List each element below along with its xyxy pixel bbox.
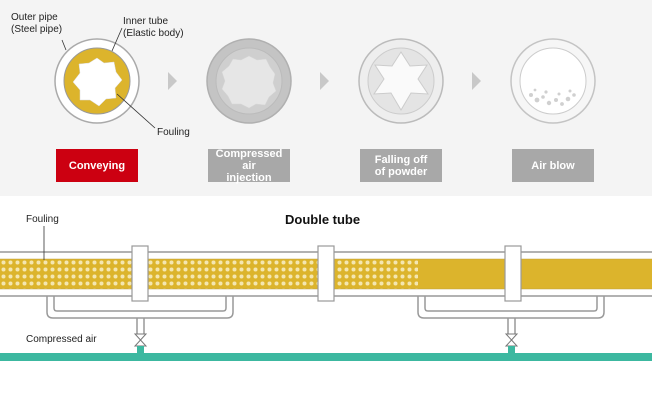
stage-label-line1: Conveying [68, 159, 126, 172]
inner-tube-sublabel: (Elastic body) [123, 28, 184, 39]
flange [131, 245, 149, 302]
double-tube-diagram [0, 226, 652, 361]
arrow-right-icon [320, 72, 329, 90]
air-riser [508, 346, 515, 354]
outer-pipe-label: Outer pipe [11, 12, 58, 23]
stage-label-line1: Air blow [531, 159, 575, 172]
outer-pipe-sublabel: (Steel pipe) [11, 24, 63, 35]
fouling-callout: Fouling [157, 127, 190, 139]
double-tube-panel: Fouling Double tube Compressed air [0, 196, 652, 400]
fouling-dotted-section [0, 259, 418, 289]
stage-label-falling-off: Falling off of powder [360, 149, 442, 182]
powder-residue [529, 88, 576, 106]
air-riser [137, 346, 144, 354]
stage-label-line2: of powder [374, 165, 428, 178]
fouling-label: Fouling [157, 127, 190, 138]
valve-icon [504, 333, 519, 347]
process-stages-panel: Outer pipe (Steel pipe) Inner tube (Elas… [0, 0, 652, 196]
arrow-right-icon [472, 72, 481, 90]
cross-section-illustrations [54, 27, 596, 129]
inner-bore-shape [72, 57, 123, 107]
fouling-solid-section [418, 259, 652, 289]
compressed-air-label: Compressed air [26, 334, 97, 345]
air-manifold-right [417, 296, 605, 334]
flange [504, 245, 522, 302]
star-bore-shape [373, 51, 429, 111]
stage-label-air-blow: Air blow [512, 149, 594, 182]
air-injection-cross-section [206, 38, 292, 124]
fouling-callout-bottom: Fouling [26, 214, 59, 226]
outer-pipe-callout: Outer pipe (Steel pipe) [11, 12, 62, 36]
valve-icon [133, 333, 148, 347]
air-manifold-left [46, 296, 234, 334]
air-blow-cross-section [510, 38, 596, 124]
inner-tube-label: Inner tube [123, 16, 169, 27]
inner-tube-callout: Inner tube (Elastic body) [123, 16, 184, 40]
expanding-bore-shape [221, 55, 277, 109]
double-tube-title: Double tube [285, 212, 361, 227]
conveying-cross-section [54, 27, 156, 129]
fouling-label: Fouling [26, 214, 59, 225]
flange [317, 245, 335, 302]
arrow-right-icon [168, 72, 177, 90]
stage-label-air-injection: Compressed air injection [208, 147, 290, 184]
stage-label-line1: Compressed air [215, 147, 283, 172]
stage-label-conveying: Conveying [56, 149, 138, 182]
falling-off-cross-section [358, 38, 444, 124]
compressed-air-line [0, 353, 652, 361]
stage-label-line1: Falling off [374, 153, 428, 166]
stage-label-line2: injection [226, 171, 272, 184]
